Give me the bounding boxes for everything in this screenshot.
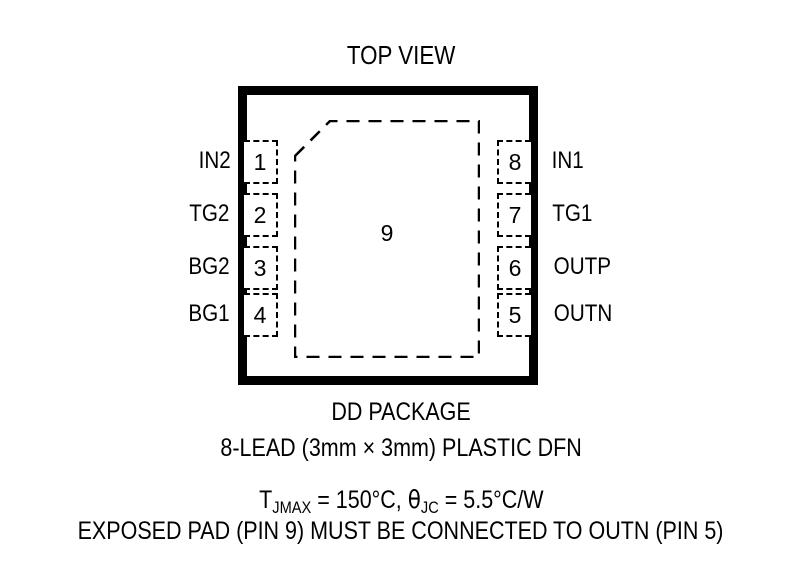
thermal-spec-group: TJMAX = 150°C, θJC = 5.5°C/W xyxy=(259,487,543,516)
pin-pad-2[interactable]: 2 xyxy=(244,193,278,237)
exposed-pad-outline xyxy=(294,120,480,358)
pin-pad-3[interactable]: 3 xyxy=(244,246,278,290)
theta-value-text: = 5.5°C/W xyxy=(444,486,544,514)
page-title-text: TOP VIEW xyxy=(346,40,456,70)
pin-label-in1: IN1 xyxy=(551,147,584,174)
pin-pad-7[interactable]: 7 xyxy=(497,193,531,237)
package-lead-caption: 8-LEAD (3mm × 3mm) PLASTIC DFN xyxy=(0,436,802,461)
tjmax-value xyxy=(311,486,317,514)
pin-label-in2: IN2 xyxy=(198,147,231,174)
exposed-pad-number: 9 xyxy=(380,220,394,246)
pin-label-outn: OUTN xyxy=(553,300,613,327)
pin-label-bg2: BG2 xyxy=(188,253,230,280)
pin-label-tg1: TG1 xyxy=(552,200,593,227)
package-outline xyxy=(238,86,538,385)
theta-subscript: JC xyxy=(420,497,439,517)
page-title: TOP VIEW xyxy=(0,42,802,68)
pin-label-tg2: TG2 xyxy=(189,200,230,227)
package-lead-text: 8-LEAD (3mm × 3mm) PLASTIC DFN xyxy=(220,434,582,462)
package-name-caption: DD PACKAGE xyxy=(0,400,802,425)
pin-pad-5[interactable]: 5 xyxy=(497,293,531,337)
exposed-pad-note-caption: EXPOSED PAD (PIN 9) MUST BE CONNECTED TO… xyxy=(0,519,802,544)
package-name-text: DD PACKAGE xyxy=(331,398,471,426)
pin-pad-1[interactable]: 1 xyxy=(244,140,278,184)
pin-label-outp: OUTP xyxy=(553,253,612,280)
tjmax-symbol: T xyxy=(258,486,272,514)
exposed-pad-note-text: EXPOSED PAD (PIN 9) MUST BE CONNECTED TO… xyxy=(78,517,724,545)
tjmax-value-text: = 150°C, xyxy=(316,486,402,514)
pin-pad-8[interactable]: 8 xyxy=(497,140,531,184)
pin-label-bg1: BG1 xyxy=(188,300,230,327)
pin-pad-6[interactable]: 6 xyxy=(497,246,531,290)
pin-pad-4[interactable]: 4 xyxy=(244,293,278,337)
tjmax-subscript: JMAX xyxy=(271,497,311,517)
thermal-spec-caption: TJMAX = 150°C, θJC = 5.5°C/W xyxy=(0,487,802,516)
theta-symbol: θ xyxy=(407,485,421,514)
